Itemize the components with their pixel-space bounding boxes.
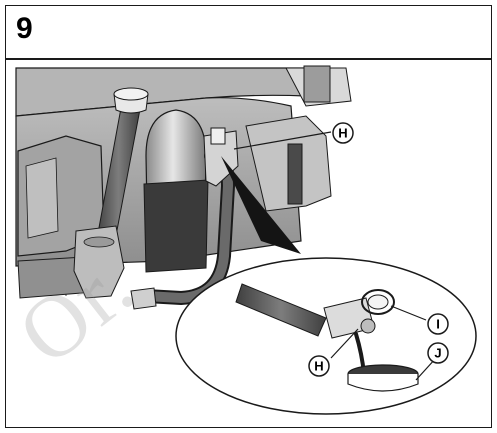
callout-h-top: H xyxy=(332,122,354,144)
step-number: 9 xyxy=(16,12,33,45)
svg-text:H: H xyxy=(338,126,347,141)
illustration: H I H J xyxy=(15,65,477,415)
svg-text:I: I xyxy=(436,317,440,332)
figure-frame: 9 xyxy=(5,5,492,428)
callout-h-bottom: H xyxy=(308,355,330,377)
detail-inset xyxy=(175,257,477,415)
leader-lines xyxy=(233,131,437,381)
callout-i: I xyxy=(427,313,449,335)
callout-j: J xyxy=(427,342,449,364)
svg-text:J: J xyxy=(434,346,441,361)
step-divider xyxy=(6,58,491,60)
svg-text:H: H xyxy=(314,359,323,374)
engine-illustration xyxy=(15,65,352,310)
